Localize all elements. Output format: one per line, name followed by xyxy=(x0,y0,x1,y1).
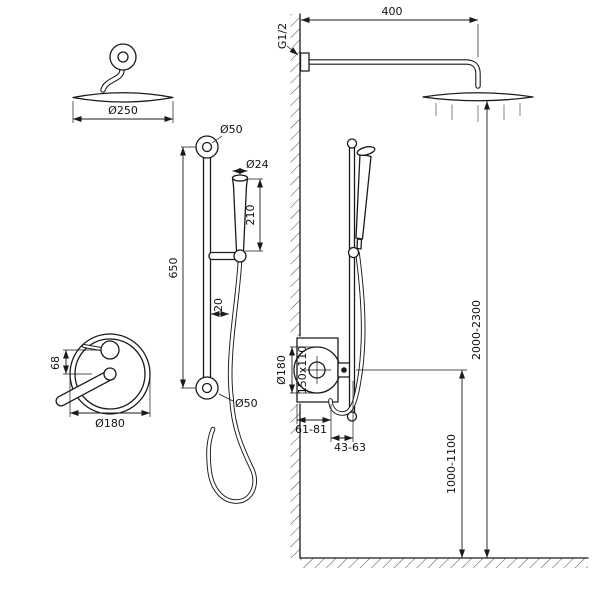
rail-bottom-cap xyxy=(195,376,219,400)
wall-flange-outer xyxy=(109,43,137,71)
dim-label-box-depth: 61-81 xyxy=(295,423,327,436)
shower-head-disc xyxy=(72,92,174,103)
water-spray-lines xyxy=(435,103,521,122)
mixer-pivot xyxy=(103,367,117,381)
mixer-front-view: 68 Ø180 xyxy=(49,333,151,430)
dim-label-rail-bottom-diameter: Ø50 xyxy=(235,397,258,410)
shower-arm-side-inner xyxy=(307,60,480,88)
dim-label-plate-diameter: Ø180 xyxy=(95,417,125,430)
dim-label-thread-size: G1/2 xyxy=(276,23,289,49)
handset-connector-side xyxy=(356,238,363,250)
handset-head-side xyxy=(356,146,376,156)
rail-holder-knob xyxy=(233,249,247,263)
arm-wall-flange xyxy=(299,52,310,72)
shower-head-side xyxy=(422,92,534,102)
leader-thread xyxy=(286,45,299,56)
dim-label-trim-diameter: Ø180 xyxy=(275,355,288,385)
dim-label-bar-length: 650 xyxy=(167,258,180,279)
mixer-main-lever-inner xyxy=(56,371,113,406)
dim-label-handset-length: 210 xyxy=(244,205,257,226)
shower-arm-inner xyxy=(101,68,124,92)
dim-label-trim-depth: 43-63 xyxy=(334,441,366,454)
rail-side-bottom-cap xyxy=(346,411,358,422)
mixer-diverter-knob xyxy=(100,340,120,360)
dim-label-arm-length: 400 xyxy=(382,5,403,18)
slide-rail-front-view: Ø50 Ø24 210 650 20 Ø50 xyxy=(167,123,269,504)
dim-label-head-diameter: Ø250 xyxy=(108,104,138,117)
floor-hatch xyxy=(300,558,588,568)
dim-label-offset: 20 xyxy=(212,298,225,312)
leader-bottom-cap xyxy=(218,393,234,402)
handset-hose-inner xyxy=(207,259,257,503)
dim-label-head-height: 2000-2300 xyxy=(470,300,483,360)
handset-hose-side-inner xyxy=(329,251,365,415)
rail-side-top-cap xyxy=(346,138,358,149)
mixer-diverter-lever-inner xyxy=(82,344,103,351)
slide-rail-side xyxy=(348,145,356,415)
overhead-shower-front-view: Ø250 xyxy=(72,43,174,123)
leader-top-cap xyxy=(211,135,223,144)
handset-spray-face xyxy=(231,174,249,182)
dim-label-mixer-height: 1000-1100 xyxy=(445,434,458,494)
dim-label-rail-top-diameter: Ø50 xyxy=(220,123,243,136)
dim-label-box-dimensions: 150x110 xyxy=(296,346,309,395)
wall-hatch-upper xyxy=(290,14,300,336)
slide-rail-bar xyxy=(202,149,212,387)
valve-stem-dot xyxy=(341,367,347,373)
wall-flange-inner xyxy=(117,51,129,63)
extension-lines-handle-spacing xyxy=(63,349,100,375)
wall-hatch-lower xyxy=(290,404,300,558)
installation-side-view: 400 G1/2 Ø180 150x110 61-81 43-63 1000-1… xyxy=(275,5,589,568)
dim-label-handle-spacing: 68 xyxy=(49,356,62,370)
handset-body-side xyxy=(355,153,372,240)
rail-bottom-cap-center xyxy=(201,382,213,394)
dim-label-handset-diameter: Ø24 xyxy=(246,158,269,171)
rail-top-cap xyxy=(195,135,219,159)
rail-holder-side xyxy=(347,246,360,259)
rail-top-cap-center xyxy=(201,141,213,153)
valve-crosshair xyxy=(303,356,331,384)
shower-arm-side xyxy=(306,59,481,89)
